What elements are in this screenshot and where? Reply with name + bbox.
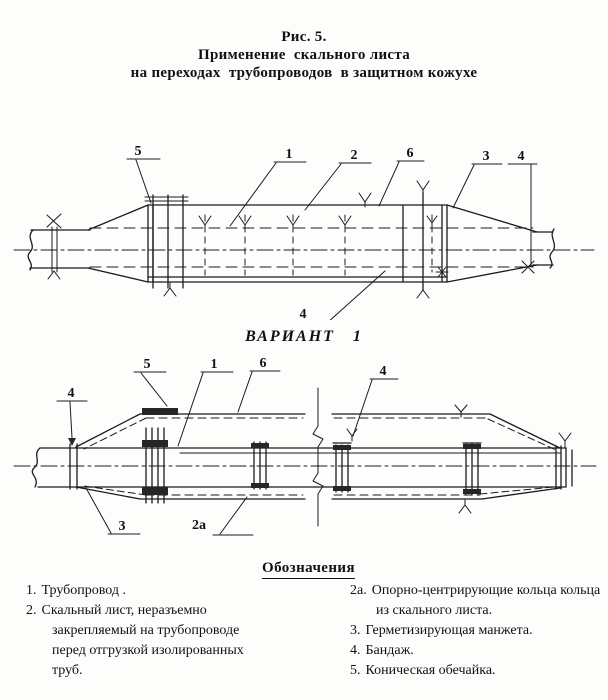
legend-item-1: 1. Трубопровод . — [26, 581, 268, 601]
part-label-6: 6 — [407, 146, 414, 161]
band-lines — [402, 191, 424, 291]
variant-caption: ВАРИАНТ 1 — [245, 328, 363, 345]
legend-left-column: 1. Трубопровод . 2. Скальный лист, неразъе… — [26, 581, 268, 681]
pipe-right-end — [565, 447, 573, 488]
legend-item-5-num: 5. — [350, 663, 361, 678]
part-label-5: 5 — [144, 357, 151, 372]
pipe-left-break — [31, 447, 41, 488]
part-label-6: 6 — [260, 356, 267, 371]
part-label-4-bottom: 4 — [300, 307, 307, 320]
figure-title-line2: на переходах трубопроводов в защитном ко… — [130, 65, 478, 81]
legend-item-5-text: Коническая обечайка. — [365, 663, 496, 678]
callouts-drawing-1: 5 1 2 6 3 4 4 — [126, 144, 538, 320]
figure-title-line1: Применение скального листа — [197, 47, 411, 63]
pipe-left-break — [27, 229, 34, 271]
legend-header: Обозначения — [262, 560, 355, 579]
part-label-4-left: 4 — [68, 386, 75, 401]
leader-4-left-arrow — [68, 438, 76, 446]
part-label-2a: 2а — [192, 518, 206, 533]
seal-collar-block — [142, 408, 178, 415]
leader-2a — [212, 496, 254, 536]
part-label-4: 4 — [518, 149, 525, 164]
break-line — [312, 387, 324, 527]
leader-3 — [85, 487, 141, 535]
leader-6 — [378, 160, 425, 207]
legend-item-2a-num: 2а. — [350, 583, 367, 598]
leader-4 — [507, 163, 538, 268]
legend-item-1-text: Трубопровод . — [41, 583, 127, 598]
legend-item-2a-text: Опорно-центрирующие кольца кольца из ска… — [371, 583, 601, 618]
leader-3 — [452, 163, 503, 209]
part-label-5: 5 — [135, 144, 142, 159]
pipe — [27, 213, 556, 280]
part-label-1: 1 — [211, 357, 218, 372]
legend-right-column: 2а. Опорно-центрирующие кольца кольца из … — [350, 581, 606, 681]
band-left — [69, 443, 78, 490]
leader-1 — [177, 371, 234, 447]
right-cone — [446, 204, 538, 283]
drawing-1-casing-overview: 5 1 2 6 3 4 4 — [13, 144, 595, 320]
legend-item-1-num: 1. — [26, 583, 37, 598]
leader-1 — [229, 161, 307, 227]
centering-rings — [69, 427, 482, 504]
legend-item-4-num: 4. — [350, 643, 361, 658]
part-label-1: 1 — [286, 147, 293, 162]
legend-item-4: 4. Бандаж. — [350, 641, 606, 661]
legend-item-3-text: Герметизирующая манжета. — [365, 623, 533, 638]
weld-marks — [346, 404, 572, 514]
seal-collar — [144, 196, 189, 202]
weld-x-mark — [46, 213, 62, 229]
legend-item-4-text: Бандаж. — [365, 643, 414, 658]
legend-item-3-num: 3. — [350, 623, 361, 638]
legend-item-2-text: Скальный лист, неразъемно закрепляемый н… — [41, 603, 244, 678]
weld-marks — [163, 180, 535, 299]
pipe — [31, 447, 573, 488]
leader-2 — [304, 162, 372, 211]
leader-4-bottom — [329, 270, 386, 320]
legend-item-2-num: 2. — [26, 603, 37, 618]
part-label-3: 3 — [119, 519, 126, 534]
weld-y-mark — [47, 270, 61, 280]
pipe-end-ring — [51, 226, 58, 273]
figure-caption: Рис. 5. — [281, 29, 327, 45]
legend-item-5: 5. Коническая обечайка. — [350, 661, 606, 681]
pipe-hidden-edges — [89, 227, 534, 268]
leader-5 — [126, 158, 161, 204]
protective-casing — [87, 191, 538, 291]
legend-item-2a: 2а. Опорно-центрирующие кольца кольца из … — [350, 581, 606, 621]
figure-title-block: Рис. 5. Применение скального листа на пе… — [0, 28, 608, 82]
pipe-right-break — [549, 228, 556, 269]
legend-item-3: 3. Герметизирующая манжета. — [350, 621, 606, 641]
leader-6 — [237, 370, 281, 413]
callouts-drawing-2: 4 5 1 6 4 3 2а — [56, 356, 399, 536]
right-cone-tip-band — [555, 445, 562, 490]
leader-5 — [133, 371, 168, 407]
left-cone — [87, 204, 149, 283]
leader-4-left — [56, 400, 88, 439]
casing-rock-sheet — [75, 408, 562, 500]
seal-sleeve-rings — [152, 194, 184, 289]
part-label-3: 3 — [483, 149, 490, 164]
part-label-2: 2 — [351, 148, 358, 163]
part-label-4-right: 4 — [380, 364, 387, 379]
right-cone — [481, 413, 561, 500]
legend-item-2: 2. Скальный лист, неразъемно закрепляемый… — [26, 601, 268, 681]
leader-4-right — [352, 378, 399, 437]
ring-position-lines — [204, 214, 433, 276]
drawing-2-variant-1-section: 4 5 1 6 4 3 2а — [13, 356, 597, 536]
